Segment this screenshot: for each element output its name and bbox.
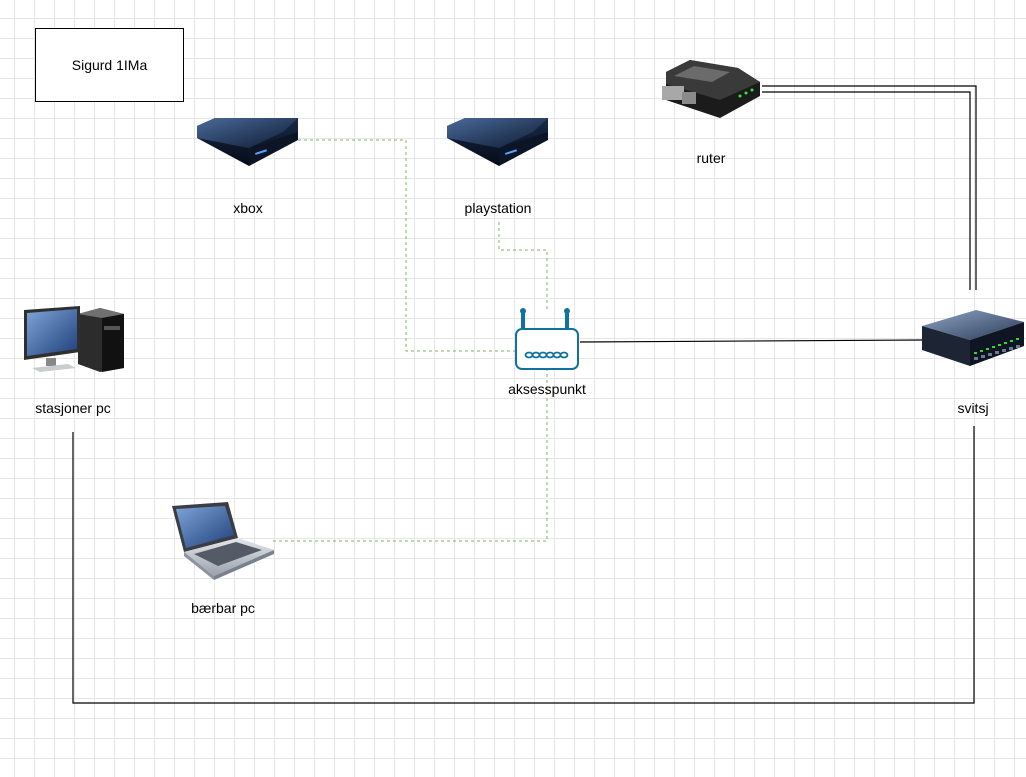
link-stasjoner-svitsj [72, 426, 975, 704]
link-playstation-aksesspunkt [498, 222, 548, 310]
ruter-label: ruter [696, 150, 726, 166]
router-icon[interactable] [662, 60, 760, 118]
link-ruter-svitsj-outer [762, 85, 977, 290]
svitsj-label: svitsj [957, 400, 989, 416]
aksesspunkt-label: aksesspunkt [508, 381, 586, 397]
link-aksesspunkt-svitsj [579, 339, 924, 343]
desktop-computer-icon[interactable] [24, 306, 124, 372]
link-ruter-svitsj-inner [762, 91, 971, 290]
link-xbox-aksesspunkt [298, 139, 515, 352]
title-text: Sigurd 1IMa [71, 57, 148, 73]
playstation-icon[interactable] [447, 118, 548, 166]
xbox-label: xbox [233, 200, 263, 216]
playstation-label: playstation [464, 200, 532, 216]
connection-lines [72, 85, 977, 704]
title-box: Sigurd 1IMa [35, 28, 184, 102]
wireless-access-point-icon[interactable] [515, 308, 579, 370]
link-baerbar-aksesspunkt [273, 370, 548, 542]
baerbar-pc-label: bærbar pc [191, 600, 255, 616]
xbox-icon[interactable] [197, 118, 298, 166]
network-switch-icon[interactable] [922, 310, 1024, 366]
laptop-icon[interactable] [172, 502, 274, 580]
stasjoner-pc-label: stasjoner pc [35, 400, 111, 416]
